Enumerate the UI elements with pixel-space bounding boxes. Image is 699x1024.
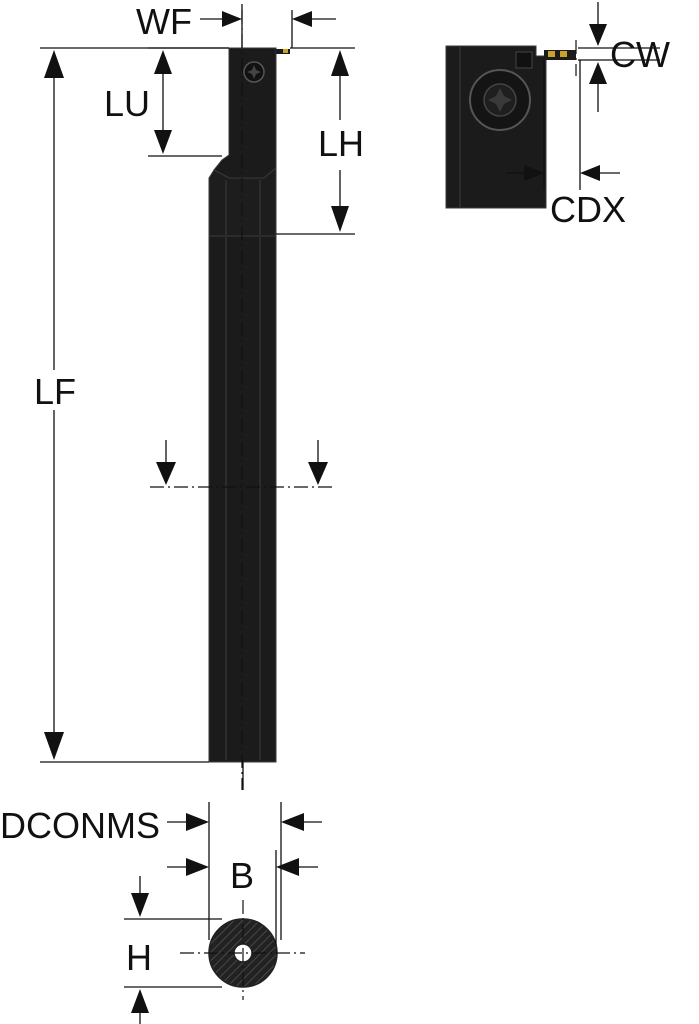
- insert-detail-tip: [544, 50, 576, 60]
- label-cdx: CDX: [550, 189, 626, 230]
- label-lh: LH: [318, 123, 364, 164]
- dim-b: B: [167, 850, 318, 945]
- label-h: H: [126, 937, 152, 978]
- insert-detail-view: [445, 40, 577, 209]
- torx-screw-icon: [469, 69, 531, 131]
- label-lu: LU: [104, 83, 150, 124]
- label-b: B: [230, 855, 254, 896]
- tool-side-view: [208, 10, 290, 790]
- dim-cdx: CDX: [506, 60, 626, 230]
- dim-cw: CW: [578, 2, 670, 112]
- dim-lh: LH: [276, 47, 364, 235]
- dim-dconms: DCONMS: [0, 802, 322, 940]
- dim-wf: WF: [136, 1, 336, 48]
- cross-section-view: [180, 760, 305, 1000]
- label-cw: CW: [610, 34, 670, 75]
- dim-h: H: [124, 876, 222, 1024]
- section-cut-marker: [150, 440, 335, 488]
- dim-lf: LF: [34, 47, 229, 763]
- torx-screw-icon: [243, 61, 265, 83]
- dim-lu: LU: [104, 47, 229, 157]
- label-wf: WF: [136, 1, 192, 42]
- label-lf: LF: [34, 371, 76, 412]
- label-dconms: DCONMS: [0, 805, 160, 846]
